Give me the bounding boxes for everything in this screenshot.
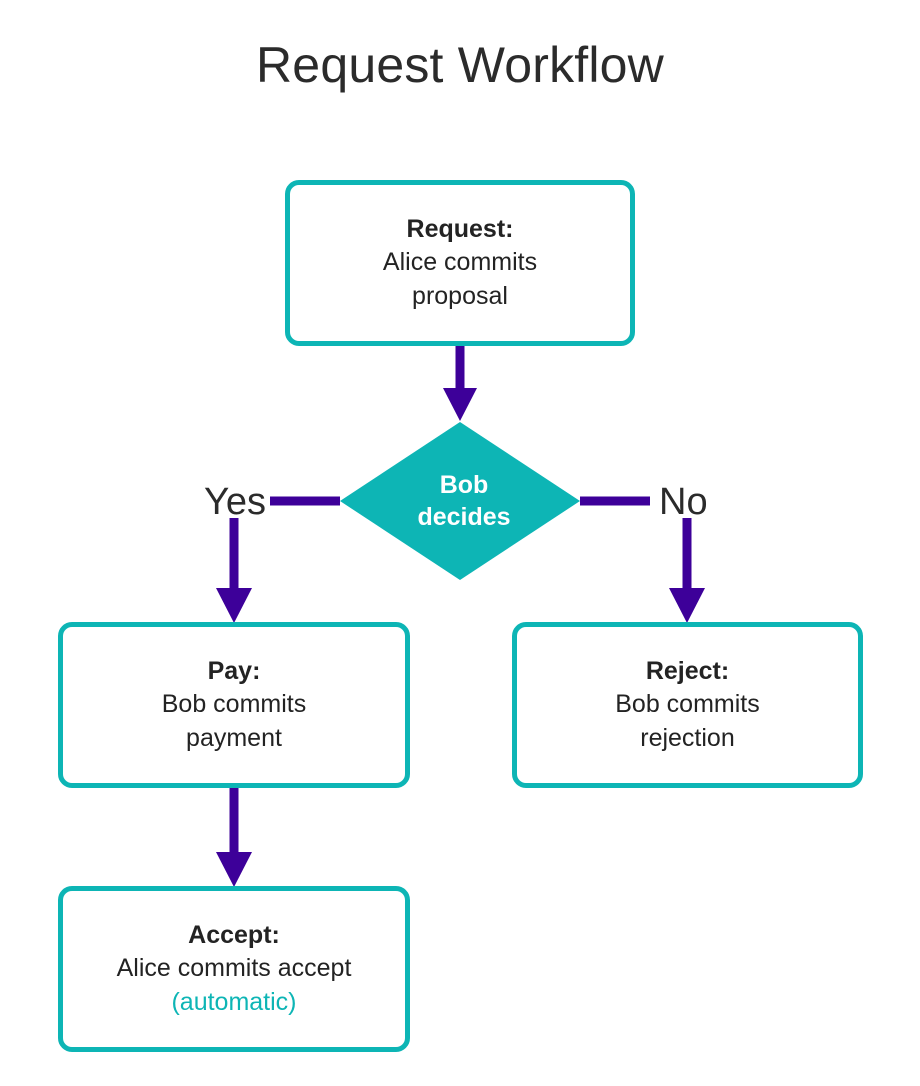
node-reject-line-2: rejection <box>640 723 735 752</box>
node-reject-line-1: Bob commits <box>615 690 760 719</box>
node-accept-line-1: Alice commits accept <box>116 954 352 983</box>
node-decision-label: Bob decides <box>340 422 580 580</box>
node-pay-line-1: Bob commits <box>161 690 307 719</box>
node-pay[interactable]: Pay: Bob commits payment <box>58 622 410 788</box>
node-reject-title: Reject: <box>645 656 730 685</box>
node-decision-line-2: decides <box>417 503 511 531</box>
node-accept[interactable]: Accept: Alice commits accept (automatic) <box>58 886 410 1052</box>
edge-label-no: No <box>659 481 708 523</box>
node-request-title: Request: <box>406 214 514 243</box>
node-accept-title: Accept: <box>188 920 280 949</box>
node-request-line-1: Alice commits <box>382 248 538 277</box>
node-request[interactable]: Request: Alice commits proposal <box>285 180 635 346</box>
node-request-line-2: proposal <box>412 281 508 310</box>
edge-label-yes: Yes <box>204 481 266 523</box>
edge-pay-to-accept <box>216 788 252 887</box>
node-reject[interactable]: Reject: Bob commits rejection <box>512 622 863 788</box>
node-pay-line-2: payment <box>186 723 282 752</box>
node-pay-title: Pay: <box>207 656 261 685</box>
node-decision[interactable]: Bob decides <box>340 422 580 580</box>
node-decision-line-1: Bob <box>439 470 489 499</box>
page-title: Request Workflow <box>256 37 664 93</box>
edge-request-to-decision <box>443 346 477 421</box>
node-accept-note: (automatic) <box>171 987 297 1016</box>
